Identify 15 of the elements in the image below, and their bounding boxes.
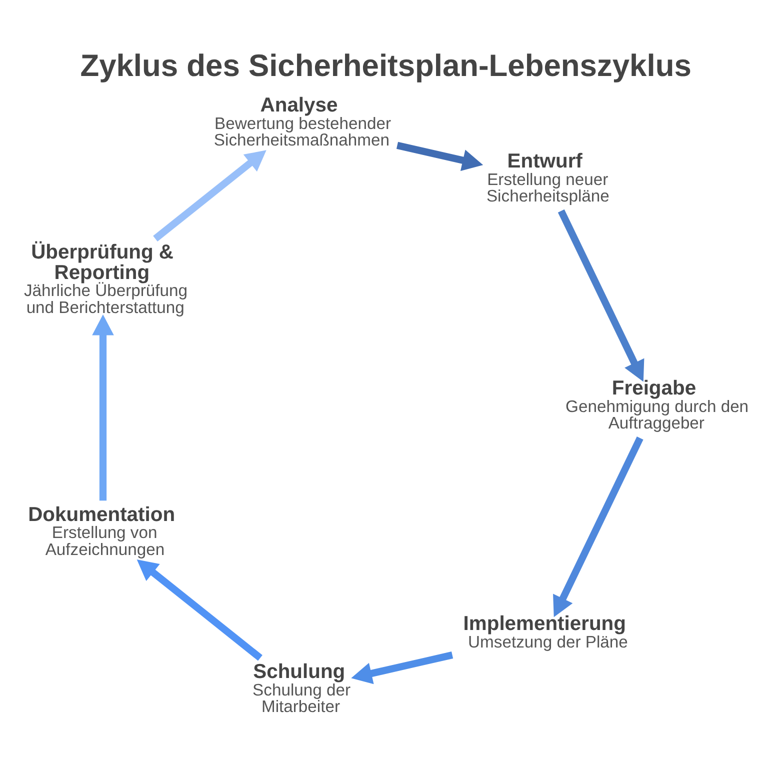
- node-text: Freigabe Genehmigung durch den Auftraggeber: [566, 378, 749, 433]
- arrow: [153, 150, 266, 242]
- arrow: [92, 314, 114, 501]
- arrow: [396, 142, 484, 171]
- diagram-title: Zyklus des Sicherheitsplan-Lebenszyklus: [80, 48, 692, 84]
- arrow: [351, 652, 454, 684]
- node-text: Entwurf Erstellung neuer Sicherheitspläne: [486, 150, 610, 206]
- node-text: Dokumentation Erstellung von Aufzeichnungen: [28, 504, 176, 559]
- node-text: Überprüfung & Reporting Jährliche Überprüfung und Berichterstattung: [24, 242, 188, 317]
- node-text: Analyse Bewertung bestehender Sicherheitsmaßnahmen: [214, 94, 392, 150]
- arrow: [558, 209, 644, 382]
- node-text: Schulung Schulung der Mitarbeiter: [252, 660, 351, 716]
- arrow: [553, 436, 644, 618]
- node-text: Implementierung Umsetzung der Pläne: [463, 613, 628, 652]
- arrow: [136, 560, 262, 661]
